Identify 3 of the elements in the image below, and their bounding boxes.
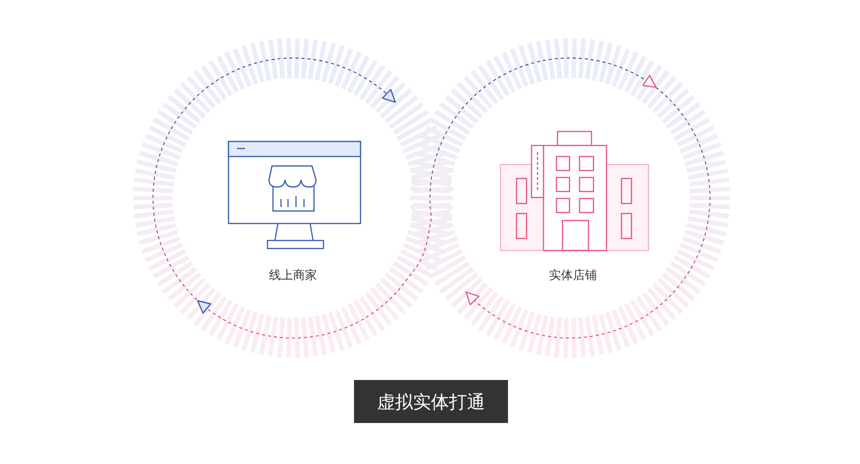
title-banner: 虚拟实体打通 bbox=[354, 380, 508, 423]
icon-caption: 实体店铺 bbox=[549, 267, 597, 284]
icon-caption: 线上商家 bbox=[269, 267, 317, 284]
